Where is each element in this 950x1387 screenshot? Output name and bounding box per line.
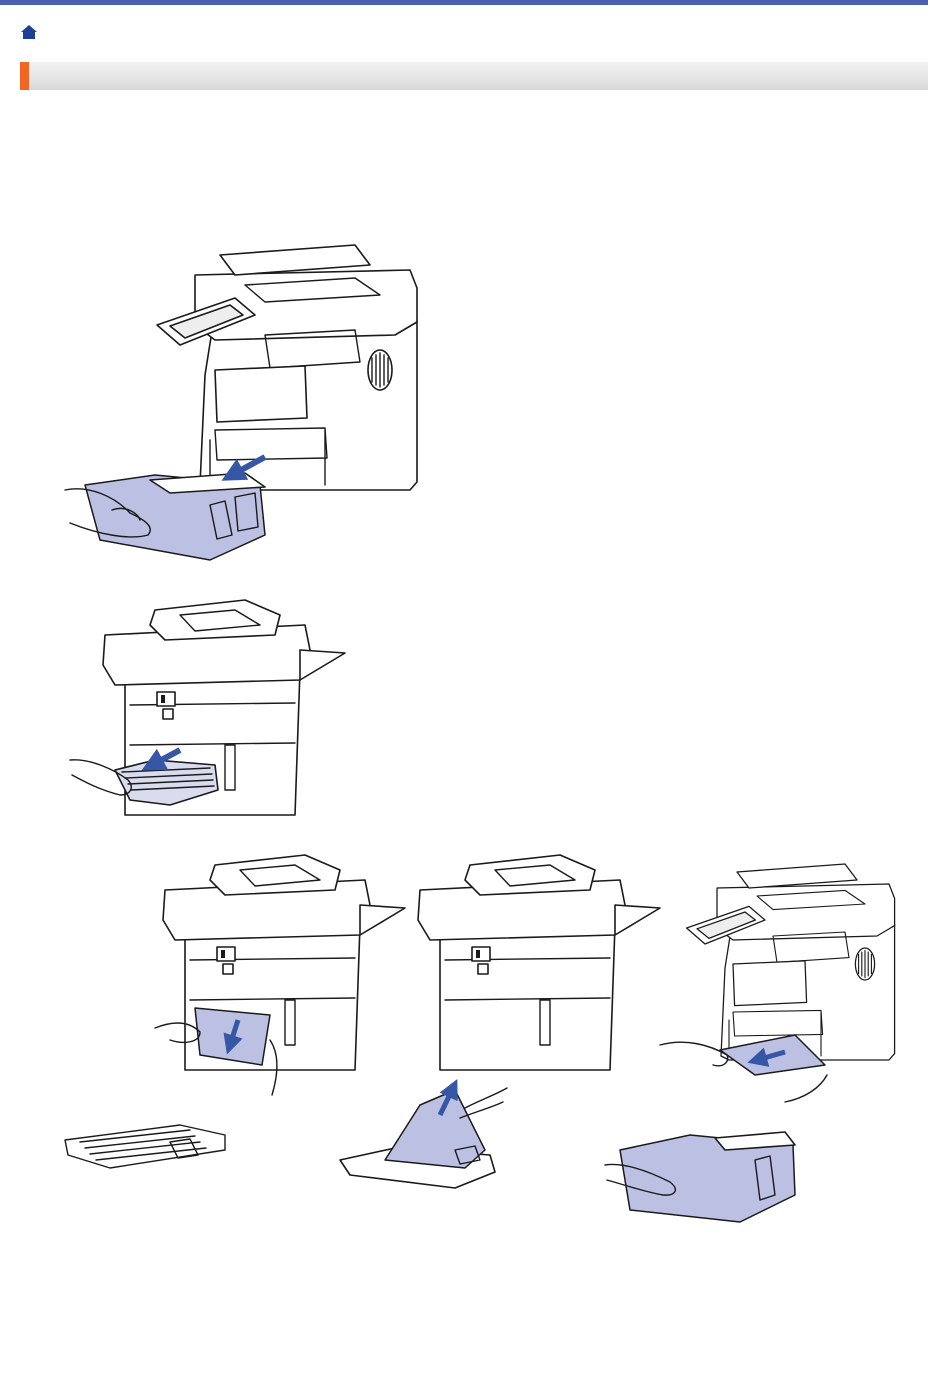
printer-rear-duplex-jam-illustration (335, 850, 655, 1180)
printer-rear-duplex-tray-illustration (60, 590, 350, 820)
pull-out-duplex-tray-illustration (60, 590, 350, 825)
remove-jammed-paper-front-illustration (645, 850, 930, 1240)
section-title-bar (20, 62, 928, 90)
home-icon (20, 24, 38, 40)
home-icon-link[interactable] (20, 24, 38, 40)
pull-out-paper-tray-illustration (60, 235, 440, 570)
header-rule (0, 0, 928, 5)
printer-front-jam-removal-illustration (645, 850, 930, 1235)
remove-jammed-paper-duplex-tray-illustration (335, 850, 655, 1185)
printer-front-tray-removed-illustration (60, 235, 440, 565)
title-accent (20, 62, 29, 90)
